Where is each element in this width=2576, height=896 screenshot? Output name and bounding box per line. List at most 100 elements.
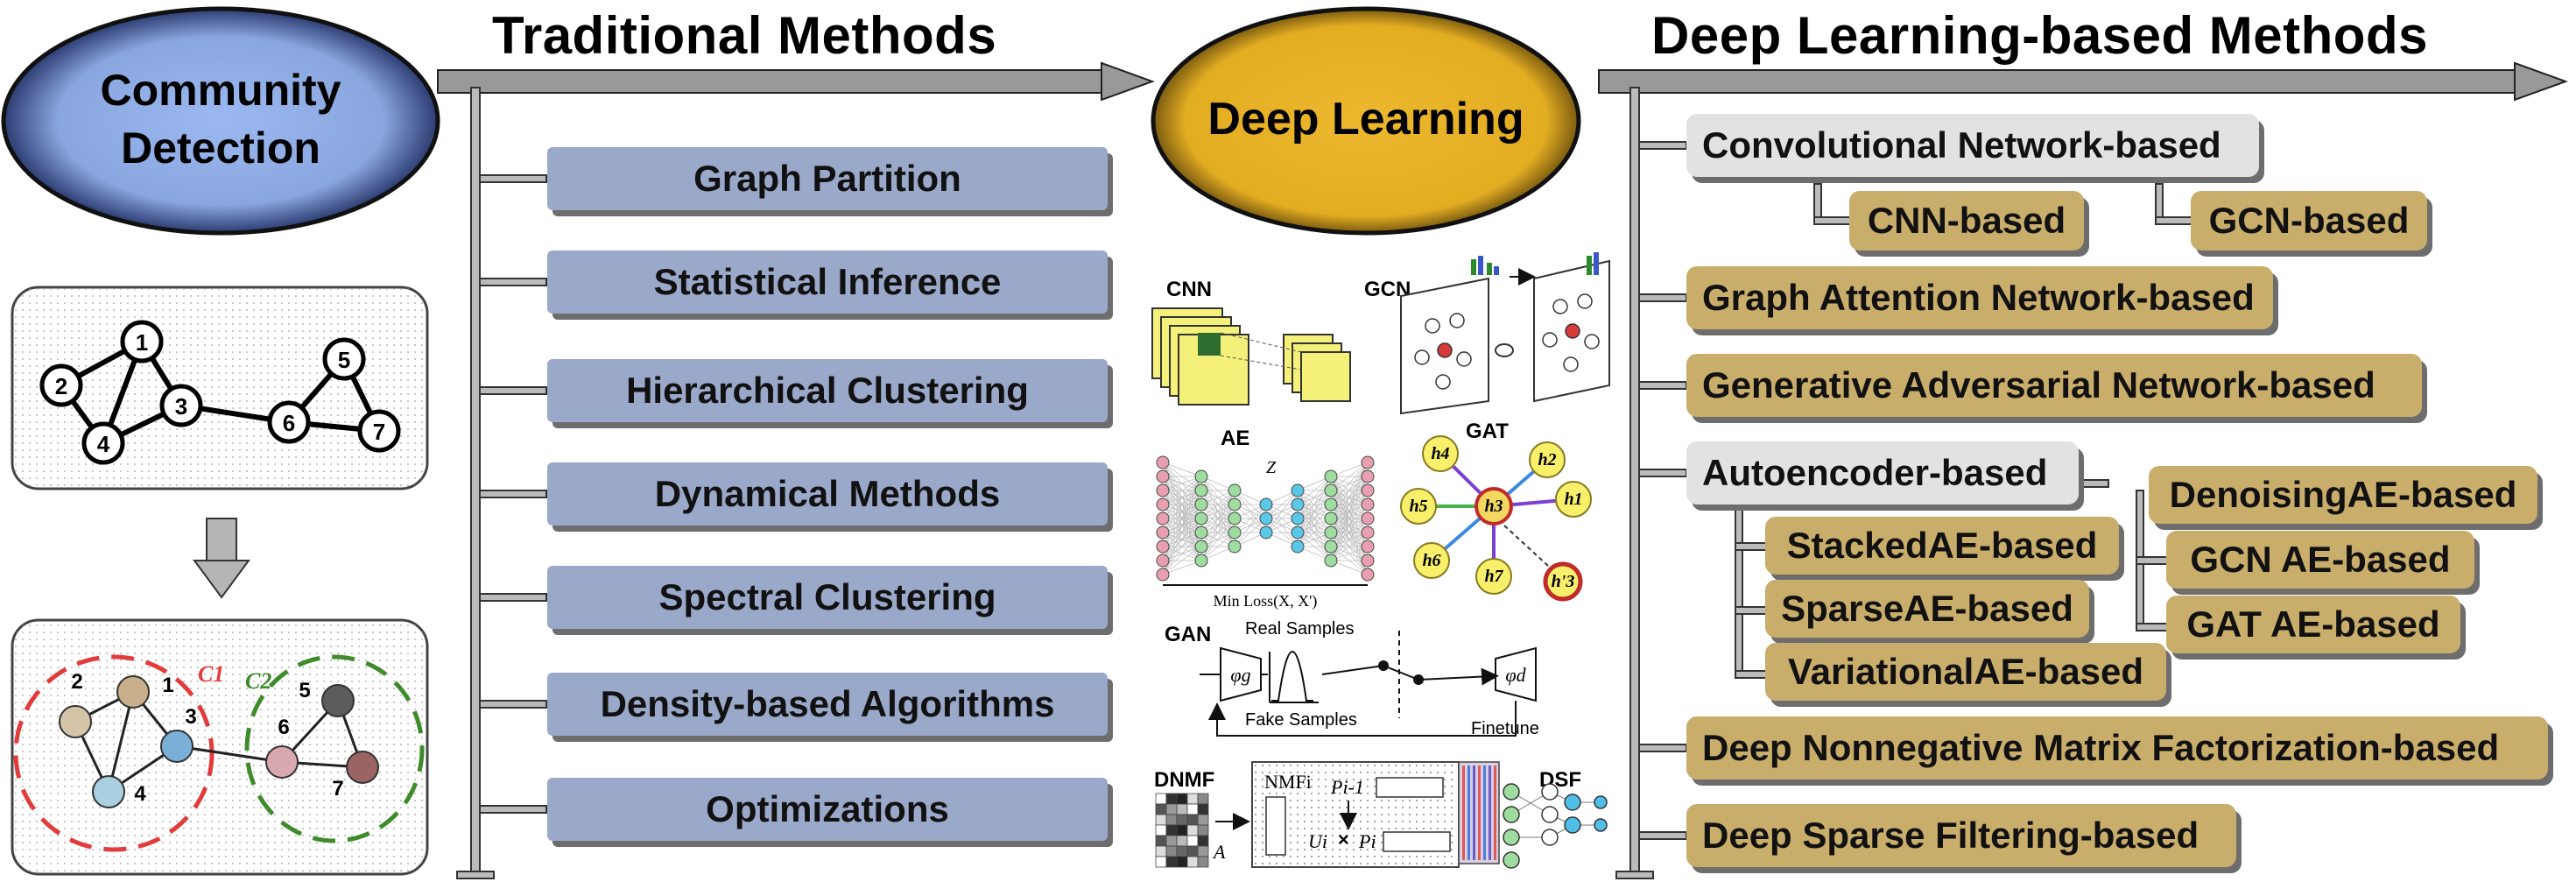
ae-edge xyxy=(1162,476,1202,533)
ae-edge xyxy=(1162,476,1202,491)
ae-node xyxy=(1291,526,1305,540)
ae-node xyxy=(1156,497,1170,511)
dl-gcn-based: GCN-based xyxy=(2191,191,2427,250)
ae-edge xyxy=(1330,462,1369,505)
dl-gcnae: GCN AE-based xyxy=(2166,531,2474,589)
ae-edge xyxy=(1297,490,1332,547)
ae-node xyxy=(1156,526,1170,540)
ae-node xyxy=(1361,511,1375,526)
ae-node xyxy=(1156,483,1170,497)
ae-node xyxy=(1156,511,1170,526)
dl-dnmf-based: Deep Nonnegative Matrix Factorization-ba… xyxy=(1686,716,2548,780)
ae-node xyxy=(1291,511,1305,526)
ae-node xyxy=(1228,497,1242,511)
method-optimizations: Optimizations xyxy=(547,778,1108,841)
dl-methods-title: Deep Learning-based Methods xyxy=(1651,6,2428,65)
method-density-based: Density-based Algorithms xyxy=(547,673,1108,736)
dl-denoisingae: DenoisingAE-based xyxy=(2149,466,2537,524)
dsf-bar xyxy=(1478,765,1481,860)
dsf-bar xyxy=(1462,765,1465,860)
c-node-2: 2 xyxy=(71,670,82,694)
ae-node xyxy=(1228,526,1242,540)
graph-box: 1 2 3 4 5 6 7 xyxy=(11,286,429,490)
gan-g-label: φg xyxy=(1230,664,1250,686)
dnmf-cell xyxy=(1155,856,1167,868)
gan-fake-label: Fake Samples xyxy=(1245,710,1357,730)
ae-edge xyxy=(1200,532,1235,561)
dnmf-cell xyxy=(1186,803,1199,815)
spine-tick xyxy=(479,490,547,498)
c-node-4: 4 xyxy=(134,782,146,806)
dsf-bar xyxy=(1483,765,1486,860)
dnmf-cell xyxy=(1197,835,1209,847)
ae-edge xyxy=(1200,518,1235,561)
dnmf-cell xyxy=(1165,824,1178,836)
ae-edge xyxy=(1200,504,1235,561)
node-1: 1 xyxy=(136,329,148,356)
ae-node xyxy=(1361,526,1375,540)
dnmf-cell xyxy=(1155,835,1167,847)
gan-d-label: φd xyxy=(1505,664,1526,686)
dnmf-cell xyxy=(1176,793,1188,805)
ae-edge xyxy=(1330,504,1369,561)
ae-edge xyxy=(1234,518,1267,547)
ae-node xyxy=(1194,469,1208,483)
traditional-methods-title: Traditional Methods xyxy=(492,6,997,65)
node-7: 7 xyxy=(373,419,385,445)
gan-finetune-label: Finetune xyxy=(1471,719,1539,738)
ae-node xyxy=(1156,469,1170,483)
ae-edge xyxy=(1162,476,1202,505)
traditional-spine xyxy=(456,87,547,879)
ae-node xyxy=(1194,554,1208,568)
gan-illustration: GAN Real Samples Fake Samples Finetune φ… xyxy=(1165,619,1539,738)
dsf-bar xyxy=(1494,765,1496,860)
node-6: 6 xyxy=(283,410,295,436)
spine-tick xyxy=(1638,381,1687,390)
dnmf-cell xyxy=(1176,845,1188,857)
ae-edge xyxy=(1162,546,1202,575)
ae-edge xyxy=(1162,532,1202,575)
dnmf-cell xyxy=(1186,845,1199,857)
ae-node xyxy=(1324,497,1338,511)
spine-tick xyxy=(1638,141,1687,150)
dl-spine xyxy=(1615,87,1687,879)
ae-edge xyxy=(1162,518,1202,575)
spine-tick xyxy=(479,593,547,602)
gan-label: GAN xyxy=(1165,623,1211,646)
dnmf-cell xyxy=(1197,803,1209,815)
ae-label: AE xyxy=(1221,427,1249,450)
community-2-label: C2 xyxy=(245,668,271,694)
c-node-5: 5 xyxy=(299,679,310,702)
ae-edge xyxy=(1297,476,1332,519)
gat-h5: h5 xyxy=(1409,497,1427,516)
spine-tick xyxy=(1638,469,1687,477)
dnmf-cell xyxy=(1186,835,1199,847)
dnmf-cell xyxy=(1197,845,1209,857)
method-statistical-inference: Statistical Inference xyxy=(547,250,1108,314)
ae-edge xyxy=(1200,490,1235,533)
ae-node xyxy=(1324,511,1338,526)
dnmf-cell xyxy=(1155,793,1167,805)
ae-edge xyxy=(1265,490,1299,533)
ae-node xyxy=(1324,526,1338,540)
dl-gat-based: Graph Attention Network-based xyxy=(1686,266,2273,329)
deep-learning-oval xyxy=(1151,6,1581,236)
ae-edge xyxy=(1330,518,1369,561)
method-hierarchical-clustering: Hierarchical Clustering xyxy=(547,359,1108,422)
ae-node xyxy=(1228,540,1242,554)
dl-arrow xyxy=(1598,61,2568,102)
method-dynamical-methods: Dynamical Methods xyxy=(547,462,1108,526)
ae-node xyxy=(1259,511,1273,526)
method-graph-partition: Graph Partition xyxy=(547,147,1108,210)
node-5: 5 xyxy=(338,347,350,373)
dsf-bar xyxy=(1467,765,1470,860)
dnmf-cell xyxy=(1165,793,1178,805)
dnmf-cell xyxy=(1176,856,1188,868)
community-detection-line2: Detection xyxy=(121,123,320,173)
dnmf-cell xyxy=(1165,803,1178,815)
ae-loss-label: Min Loss(X, X') xyxy=(1214,592,1318,610)
dnmf-pi1-label: Pi-1 xyxy=(1330,776,1364,798)
ae-edge xyxy=(1200,490,1235,547)
ae-edge xyxy=(1297,476,1332,505)
